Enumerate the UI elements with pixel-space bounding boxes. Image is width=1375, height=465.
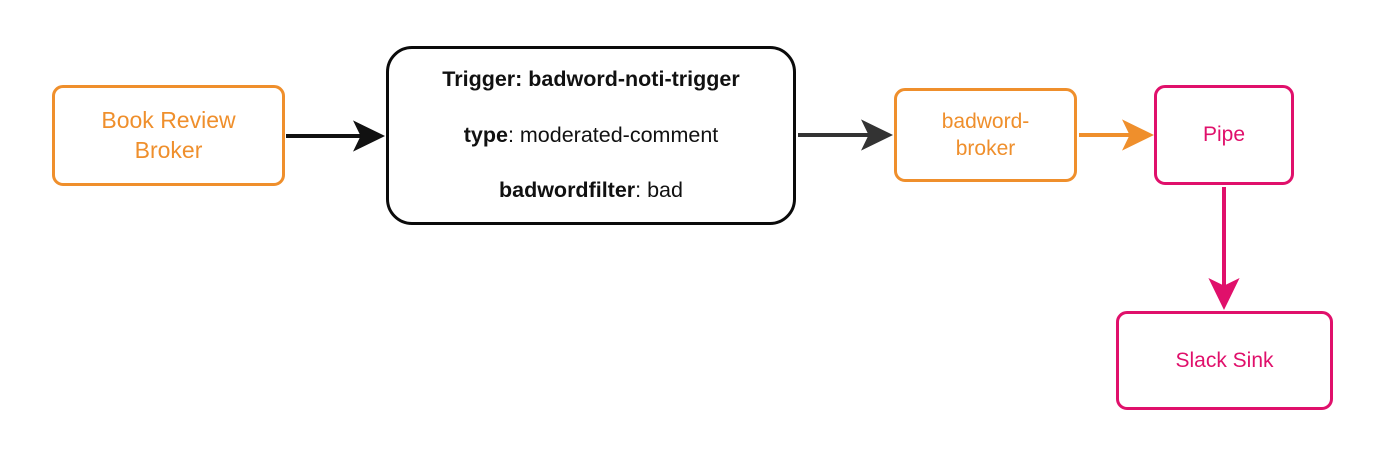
node-book-review-broker[interactable]: Book Review Broker [52,85,285,186]
node-pipe[interactable]: Pipe [1154,85,1294,185]
node-trigger[interactable]: Trigger: badword-noti-trigger type: mode… [386,46,796,225]
node-badword-broker-label: badword- broker [941,109,1030,160]
trigger-value-trigger: badword-noti-trigger [522,66,740,91]
node-book-review-broker-label: Book Review Broker [101,106,236,163]
node-slack-sink-label: Slack Sink [1175,348,1274,372]
trigger-value-badwordfilter: : bad [635,178,683,203]
node-trigger-label: Trigger: badword-noti-trigger type: mode… [442,38,739,234]
trigger-value-type: : moderated-comment [507,122,719,147]
node-pipe-label: Pipe [1202,123,1246,147]
trigger-key-trigger: Trigger: [442,66,523,91]
trigger-key-type: type [463,122,508,147]
trigger-key-badwordfilter: badwordfilter [498,178,636,203]
trigger-line-badwordfilter: badwordfilter: bad [442,177,739,205]
node-badword-broker[interactable]: badword- broker [894,88,1077,182]
node-slack-sink[interactable]: Slack Sink [1116,311,1333,410]
trigger-line-type: type: moderated-comment [442,122,739,150]
trigger-line-trigger: Trigger: badword-noti-trigger [442,66,739,94]
